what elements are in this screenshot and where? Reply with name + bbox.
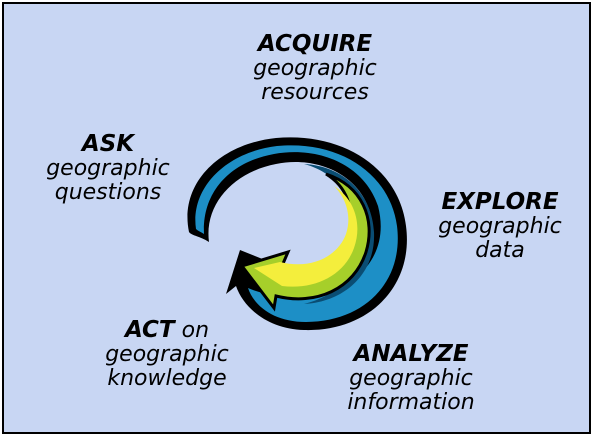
step-explore-line-2: data [475, 237, 525, 263]
step-analyze-line-1: geographic [349, 365, 473, 391]
cycle-swirl-graphic [187, 137, 407, 331]
step-ask: ASK geographic questions [18, 132, 198, 204]
step-act-line-2: knowledge [107, 365, 227, 391]
diagram-frame: ACQUIRE geographic resources ASK geograp… [2, 2, 591, 434]
step-acquire: ACQUIRE geographic resources [230, 32, 400, 104]
step-analyze-line-2: information [347, 389, 475, 415]
step-acquire-line-2: resources [261, 79, 369, 105]
step-acquire-keyword: ACQUIRE [257, 31, 373, 57]
step-explore-keyword: EXPLORE [441, 189, 559, 215]
step-act-line-1: geographic [105, 341, 229, 367]
step-explore-line-1: geographic [438, 213, 562, 239]
step-acquire-line-1: geographic [253, 55, 377, 81]
step-act-keyword: ACT [124, 317, 175, 343]
arrow-yellow-highlight [254, 186, 358, 287]
step-analyze-keyword: ANALYZE [353, 341, 469, 367]
step-ask-line-1: geographic [46, 155, 170, 181]
step-analyze: ANALYZE geographic information [326, 342, 496, 414]
step-act-rest: on [174, 318, 210, 343]
step-act: ACT on geographic knowledge [72, 318, 262, 390]
step-explore: EXPLORE geographic data [416, 190, 584, 262]
step-ask-keyword: ASK [81, 131, 135, 157]
step-ask-line-2: questions [54, 179, 162, 205]
